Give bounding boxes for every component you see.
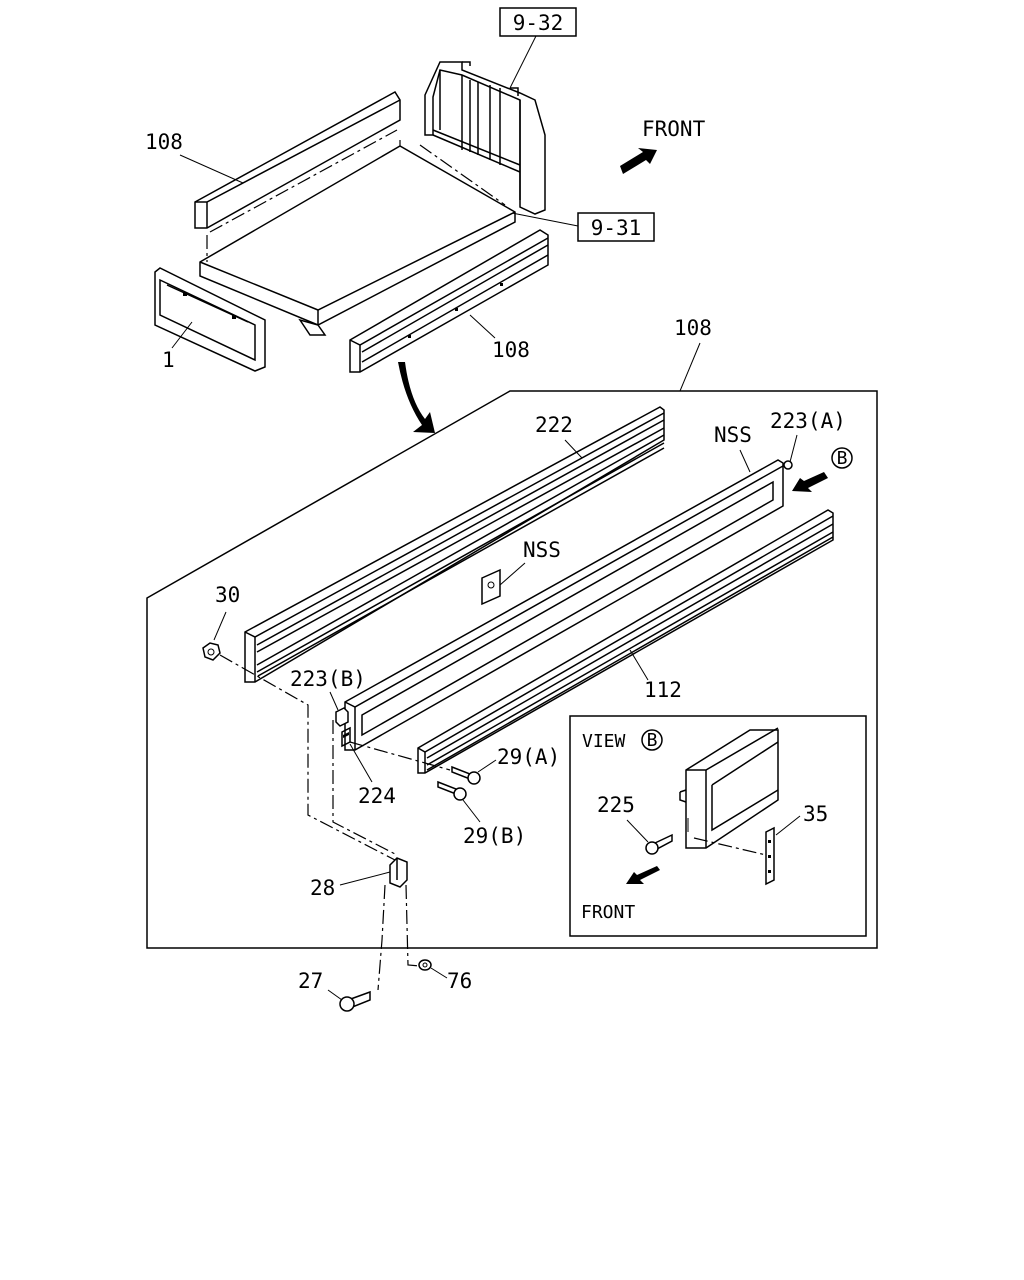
washer-76: 76 xyxy=(418,959,472,993)
nut-30: 30 xyxy=(202,583,240,661)
headboard-frame xyxy=(424,61,546,215)
hook-223a xyxy=(783,460,793,470)
callout-29a: 29(A) xyxy=(497,745,560,769)
callout-1: 1 xyxy=(162,348,175,372)
upper-rail-222 xyxy=(244,406,665,683)
view-b-arrow-icon xyxy=(792,472,828,492)
assembly-path-right xyxy=(332,720,398,856)
view-b-title-letter: B xyxy=(647,730,658,751)
front-label-inset: FRONT xyxy=(581,902,635,923)
ref-box-9-31: 9-31 xyxy=(511,212,655,242)
detail-frame: 108 xyxy=(146,316,878,949)
front-arrow-top: FRONT xyxy=(620,117,706,174)
ref-label-9-32: 9-32 xyxy=(513,11,564,35)
pin-27: 27 xyxy=(298,969,371,1012)
callout-112: 112 xyxy=(644,678,682,702)
callout-223a: 223(A) xyxy=(770,409,846,433)
ref-box-9-32: 9-32 xyxy=(499,7,577,89)
floor-deck xyxy=(199,140,516,336)
assembly-path-left xyxy=(219,654,396,861)
callout-27: 27 xyxy=(298,969,323,993)
truck-bed-assembly xyxy=(154,61,549,373)
callout-225: 225 xyxy=(597,793,635,817)
callout-29b: 29(B) xyxy=(463,824,526,848)
lower-rail-112 xyxy=(417,509,834,774)
callout-224: 224 xyxy=(358,784,396,808)
view-b-inset: VIEW B 225 35 FRONT xyxy=(569,715,867,937)
bracket-28: 28 xyxy=(310,857,421,991)
callout-223b: 223(B) xyxy=(290,667,366,691)
side-board-108-upper xyxy=(194,91,401,233)
callout-nss-top: NSS xyxy=(714,423,752,447)
callout-28: 28 xyxy=(310,876,335,900)
view-b-letter: B xyxy=(837,448,848,469)
front-arrow-inset-icon xyxy=(626,866,660,884)
side-board-108-lower xyxy=(349,229,549,373)
detail-pointer-arrow xyxy=(398,362,435,433)
callout-108-top-left: 108 xyxy=(145,130,183,154)
front-label-top: FRONT xyxy=(642,117,706,141)
ref-label-9-31: 9-31 xyxy=(591,216,642,240)
bolt-29b xyxy=(437,780,467,801)
callout-35: 35 xyxy=(803,802,828,826)
front-arrow-icon xyxy=(620,148,657,174)
view-b-title: VIEW xyxy=(582,731,626,752)
nss-plate: NSS xyxy=(481,538,561,606)
view-b-marker: B xyxy=(792,447,853,492)
bolt-29a xyxy=(451,765,481,785)
callout-108-lower: 108 xyxy=(492,338,530,362)
callout-108-detail: 108 xyxy=(674,316,712,340)
callout-nss-center: NSS xyxy=(523,538,561,562)
tail-gate xyxy=(154,267,266,372)
callout-30: 30 xyxy=(215,583,240,607)
callout-76: 76 xyxy=(447,969,472,993)
callout-222: 222 xyxy=(535,413,573,437)
